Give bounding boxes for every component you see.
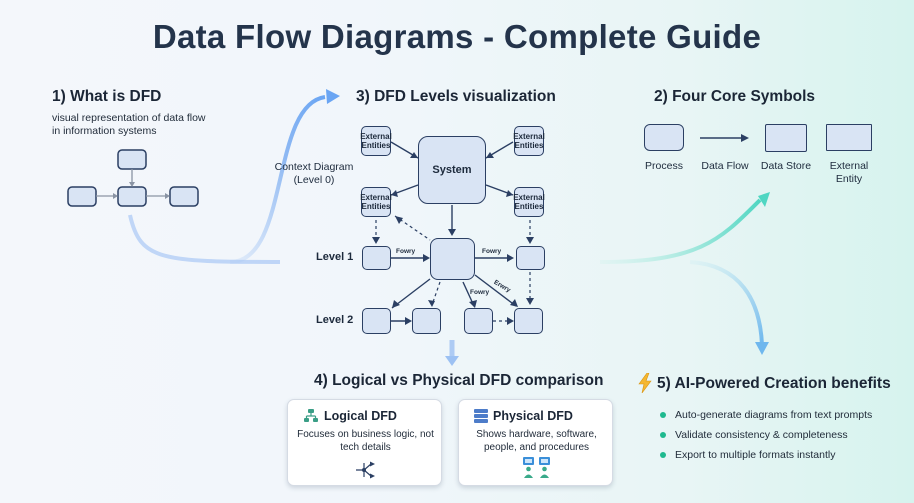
symbol-label-external-entity: External Entity	[829, 160, 869, 185]
level2-label: Level 2	[316, 314, 354, 326]
section5-heading: 5) AI-Powered Creation benefits	[657, 375, 891, 392]
benefit-text-2: Validate consistency & completeness	[675, 429, 848, 441]
process-symbol-icon	[644, 124, 684, 151]
section2-heading: 2) Four Core Symbols	[654, 88, 816, 105]
flow-label-3: Fowry	[470, 289, 490, 296]
hardware-people-icon	[523, 457, 550, 478]
server-icon	[474, 409, 488, 423]
lightning-icon	[638, 373, 652, 393]
external-entity-top-right: External Entities	[513, 126, 545, 156]
level1-label: Level 1	[316, 251, 354, 263]
external-entity-symbol-icon	[826, 124, 872, 151]
logical-dfd-title: Logical DFD	[324, 409, 397, 423]
dfd-mini-diagram	[67, 149, 199, 207]
bullet-dot	[660, 412, 666, 418]
physical-dfd-text: Shows hardware, software, people, and pr…	[476, 429, 597, 453]
logical-dfd-text: Focuses on business logic, not tech deta…	[297, 429, 434, 453]
logical-dfd-card: Logical DFD Focuses on business logic, n…	[287, 399, 442, 486]
bullet-dot	[660, 452, 666, 458]
physical-dfd-title: Physical DFD	[493, 409, 573, 423]
arrow-symbol-icon	[700, 134, 749, 142]
level2-box-1	[362, 308, 391, 334]
level2-box-2	[412, 308, 441, 334]
benefit-item-1: Auto-generate diagrams from text prompts	[660, 409, 872, 421]
flowchart-icon	[304, 409, 318, 422]
external-entity-mid-right: External Entities	[513, 187, 545, 217]
symbol-label-data-store: Data Store	[760, 160, 812, 172]
benefit-text-1: Auto-generate diagrams from text prompts	[675, 409, 873, 421]
system-process: System	[418, 136, 486, 204]
level1-process	[430, 238, 475, 280]
benefit-item-3: Export to multiple formats instantly	[660, 449, 835, 461]
flow-label-2: Fowry	[482, 248, 502, 255]
symbol-label-data-flow: Data Flow	[701, 160, 749, 172]
physical-dfd-card: Physical DFD Shows hardware, software, p…	[458, 399, 613, 486]
flow-label-1: Fowry	[396, 248, 416, 255]
data-store-symbol-icon	[765, 124, 807, 152]
flow-branch-icon	[356, 461, 375, 479]
level1-entity-left	[362, 246, 391, 270]
bullet-dot	[660, 432, 666, 438]
section4-heading: 4) Logical vs Physical DFD comparison	[314, 372, 604, 389]
symbol-label-process: Process	[645, 160, 683, 172]
section1-description: visual representation of data flow in in…	[52, 112, 206, 137]
level2-box-3	[464, 308, 493, 334]
level2-box-4	[514, 308, 543, 334]
section3-heading: 3) DFD Levels visualization	[356, 88, 556, 105]
external-entity-mid-left: External Entities	[360, 187, 392, 217]
context-diagram-label: Context Diagram (Level 0)	[274, 161, 354, 186]
level1-entity-right	[516, 246, 545, 270]
benefit-item-2: Validate consistency & completeness	[660, 429, 848, 441]
external-entity-top-left: External Entities	[360, 126, 392, 156]
page-title: Data Flow Diagrams - Complete Guide	[152, 18, 762, 55]
benefit-text-3: Export to multiple formats instantly	[675, 449, 836, 461]
section1-heading: 1) What is DFD	[52, 88, 162, 105]
